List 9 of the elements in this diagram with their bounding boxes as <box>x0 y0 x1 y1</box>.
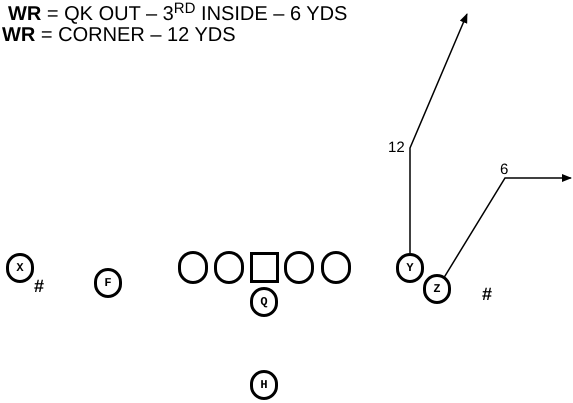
route-arrow <box>444 174 572 277</box>
edge-label: 6 <box>500 162 508 177</box>
route-arrow <box>409 13 468 253</box>
center-square <box>250 252 278 282</box>
edge-label: 12 <box>388 140 405 155</box>
hash-mark: # <box>482 285 492 303</box>
hash-mark: # <box>34 277 44 295</box>
route-note: WR = CORNER – 12 YDS <box>2 25 236 45</box>
route-note: WR = QK OUT – 3$^{RD}$ INSIDE – 6 YDS <box>8 4 348 24</box>
